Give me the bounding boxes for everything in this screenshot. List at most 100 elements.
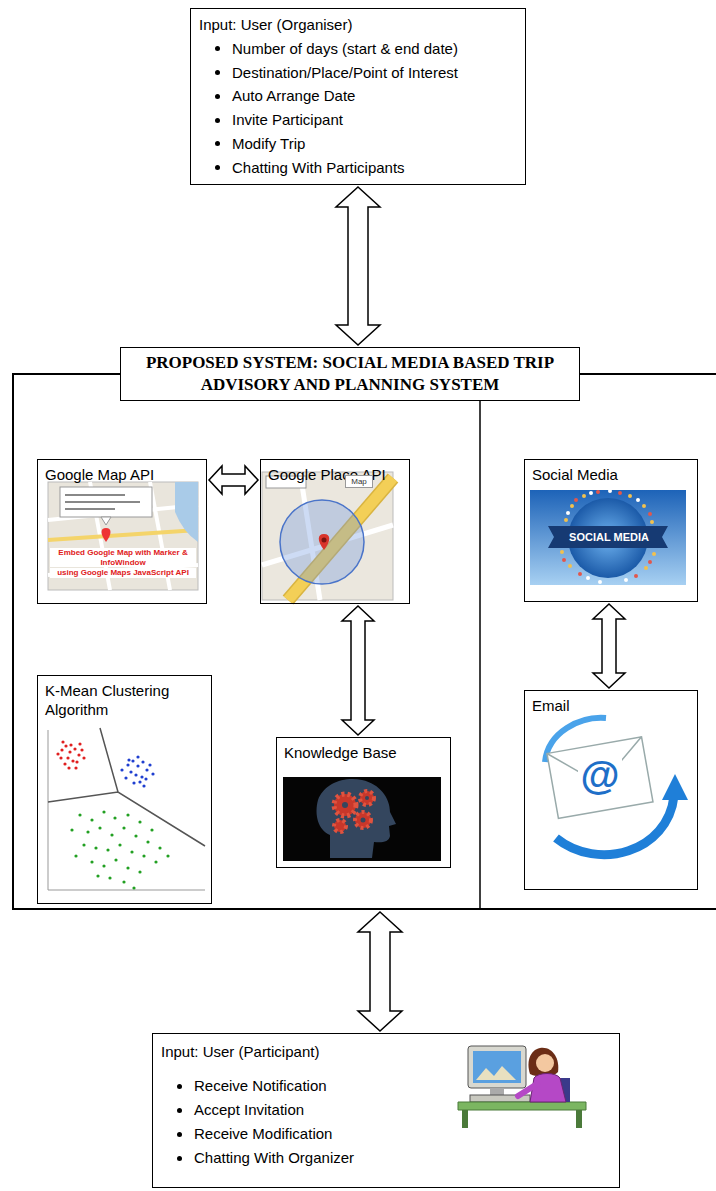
map-illustration-part <box>102 528 111 542</box>
cluster-plot <box>40 725 208 897</box>
person-at-computer-part <box>476 1066 516 1080</box>
cluster-plot-part <box>72 812 168 888</box>
map-illustration-part <box>175 482 198 542</box>
brain-illustration <box>283 777 441 861</box>
map-illustration-part <box>60 487 152 517</box>
brain-illustration-part <box>361 818 366 823</box>
cluster-plot-part <box>48 730 205 890</box>
system-title: PROPOSED SYSTEM: SOCIAL MEDIA BASED TRIP… <box>120 347 580 401</box>
image-text: Map <box>345 475 373 488</box>
bullet-text: Invite Participant <box>232 108 343 132</box>
person-at-computer-part <box>528 1048 558 1077</box>
place-illustration-part <box>280 500 364 584</box>
api-box: Google Map API <box>37 459 207 604</box>
bullet-dot <box>215 94 220 99</box>
box-title: Email <box>532 696 690 715</box>
box-title: Knowledge Base <box>284 743 443 762</box>
map-illustration-part <box>65 495 140 509</box>
bullet-row: Receive Notification <box>161 1074 611 1098</box>
double-block-arrow <box>342 606 374 735</box>
bullet-text: Modify Trip <box>232 132 305 156</box>
map-illustration <box>48 482 198 590</box>
bullet-dot <box>177 1132 182 1137</box>
bullet-dot <box>177 1156 182 1161</box>
double-block-arrow <box>209 466 258 494</box>
bullet-dot <box>177 1108 182 1113</box>
bullet-text: Chatting With Organizer <box>194 1146 354 1170</box>
participant-input-box: Input: User (Participant) Receive Notific… <box>152 1033 620 1188</box>
double-block-arrow <box>593 604 625 688</box>
double-block-arrow <box>358 912 402 1031</box>
bullet-row: Invite Participant <box>199 108 517 132</box>
box-title: Input: User (Participant) <box>161 1040 611 1064</box>
double-block-arrow <box>336 187 380 345</box>
cluster-plot-part <box>40 725 208 897</box>
brain-illustration-part <box>342 802 348 808</box>
person-at-computer-part <box>468 1046 526 1088</box>
bullet-row: Number of days (start & end date) <box>199 37 517 61</box>
bullet-row: Accept Invitation <box>161 1098 611 1122</box>
social-media-illustration-part <box>548 526 668 548</box>
place-illustration-part <box>322 538 327 543</box>
bullet-dot <box>215 141 220 146</box>
image-text: @ <box>578 752 622 798</box>
email-illustration-part <box>662 774 688 800</box>
person-at-computer-part <box>490 1088 504 1095</box>
bullet-row: Destination/Place/Point of Interest <box>199 61 517 85</box>
email-illustration <box>545 718 688 855</box>
bullet-row: Chatting With Participants <box>199 156 517 180</box>
bullet-dot <box>215 70 220 75</box>
social-media-illustration-part <box>530 490 686 585</box>
box-title: Input: User (Organiser) <box>199 13 517 37</box>
system-panel: PROPOSED SYSTEM: SOCIAL MEDIA BASED TRIP… <box>12 373 716 910</box>
place-illustration-part <box>262 472 393 600</box>
box-title: Google Place API <box>268 465 402 484</box>
person-at-computer-part <box>458 1102 586 1110</box>
bullet-text: Number of days (start & end date) <box>232 37 458 61</box>
person-at-computer-part <box>576 1110 582 1128</box>
algorithm-box: K-Mean Clustering Algorithm <box>37 675 212 904</box>
map-illustration-part <box>48 482 198 590</box>
brain-illustration-part <box>365 796 369 800</box>
organiser-input-box: Input: User (Organiser)Number of days (s… <box>190 8 526 185</box>
brain-illustration-part <box>355 812 371 828</box>
email-illustration-part-part <box>547 737 653 819</box>
brain-illustration-part <box>360 791 374 805</box>
cluster-plot-part <box>48 728 205 846</box>
brain-illustration-part <box>283 777 441 861</box>
map-illustration-part <box>48 530 198 540</box>
person-at-computer-part <box>518 1084 537 1096</box>
cluster-plot-part <box>122 757 153 786</box>
bullet-row: Modify Trip <box>199 132 517 156</box>
bullet-text: Receive Notification <box>194 1074 327 1098</box>
box-title: Google Map API <box>45 465 199 484</box>
image-text: Embed Google Map with Marker & InfoWindo… <box>50 548 196 567</box>
bullet-text: Chatting With Participants <box>232 156 405 180</box>
person-at-computer-part <box>462 1110 468 1128</box>
email-illustration-part <box>547 737 653 819</box>
bullet-row: Auto Arrange Date <box>199 84 517 108</box>
person-at-computer-part <box>536 1054 554 1072</box>
person-at-computer <box>458 1046 586 1128</box>
bullet-dot <box>215 165 220 170</box>
image-text: using Google Maps JavaScript API <box>50 568 196 578</box>
box-title: K-Mean Clustering Algorithm <box>45 681 204 719</box>
bullet-text: Auto Arrange Date <box>232 84 355 108</box>
brain-illustration-part <box>334 820 346 832</box>
bullet-text: Destination/Place/Point of Interest <box>232 61 458 85</box>
map-illustration-part <box>48 482 198 590</box>
image-text: SOCIAL MEDIA <box>556 529 662 545</box>
bullet-row: Chatting With Organizer <box>161 1146 611 1170</box>
place-illustration <box>262 472 393 600</box>
brain-illustration-part <box>334 794 356 816</box>
bullet-dot <box>177 1084 182 1089</box>
box-title: Social Media <box>532 465 690 484</box>
person-at-computer-part <box>473 1051 521 1083</box>
bullet-row: Receive Modification <box>161 1122 611 1146</box>
api-box: Google Place API <box>260 459 410 604</box>
social-media-illustration <box>530 490 686 585</box>
bullet-text: Accept Invitation <box>194 1098 304 1122</box>
bullet-dot <box>215 118 220 123</box>
bullet-text: Receive Modification <box>194 1122 332 1146</box>
